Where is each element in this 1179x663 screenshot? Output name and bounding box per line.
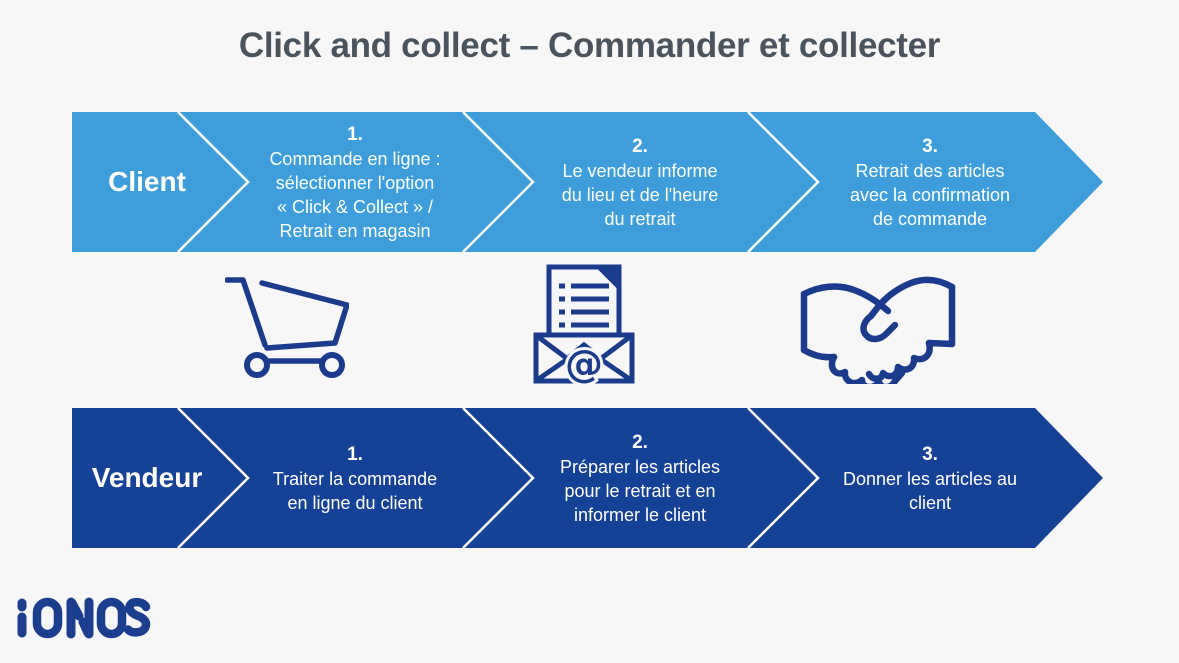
infographic-title: Click and collect – Commander et collect… (238, 26, 941, 65)
vendor-step-3: 3. Donner les articles au client (810, 408, 1050, 548)
step-number: 1. (347, 123, 363, 145)
step-number: 3. (922, 443, 938, 465)
vendor-band: Vendeur 1. Traiter la commande en ligne … (72, 408, 1103, 548)
client-band-arrow-shape (72, 112, 1103, 252)
chevron-separator-icon (177, 112, 820, 252)
step-text: Préparer les articles pour le retrait et… (559, 456, 721, 525)
client-step-1: 1. Commande en ligne : sélectionner l'op… (235, 112, 475, 252)
email-letter-icon: @ (533, 264, 635, 384)
client-band: Client 1. Commande en ligne : sélectionn… (72, 112, 1103, 252)
client-step-2: 2. Le vendeur informe du lieu et de l'he… (520, 112, 760, 252)
step-text: Retrait des articles avec la confirmatio… (849, 160, 1011, 229)
vendor-band-arrow-shape (72, 408, 1103, 548)
step-text: Le vendeur informe du lieu et de l'heure… (561, 160, 719, 229)
vendor-step-1: 1. Traiter la commande en ligne du clien… (235, 408, 475, 548)
handshake-icon (800, 276, 956, 384)
vendor-label: Vendeur (91, 462, 203, 493)
ionos-logo (17, 597, 151, 639)
step-text: Commande en ligne : sélectionner l'optio… (269, 148, 441, 241)
step-number: 1. (347, 443, 363, 465)
step-text: Donner les articles au client (842, 468, 1018, 513)
chevron-separator-icon (177, 408, 820, 548)
step-number: 3. (922, 135, 938, 157)
client-label: Client (108, 166, 186, 197)
step-number: 2. (632, 431, 648, 453)
vendor-step-2: 2. Préparer les articles pour le retrait… (520, 408, 760, 548)
client-step-3: 3. Retrait des articles avec la confirma… (810, 112, 1050, 252)
step-number: 2. (632, 135, 648, 157)
shopping-cart-icon (225, 277, 349, 378)
svg-text:@: @ (565, 342, 603, 384)
step-text: Traiter la commande en ligne du client (272, 468, 438, 513)
